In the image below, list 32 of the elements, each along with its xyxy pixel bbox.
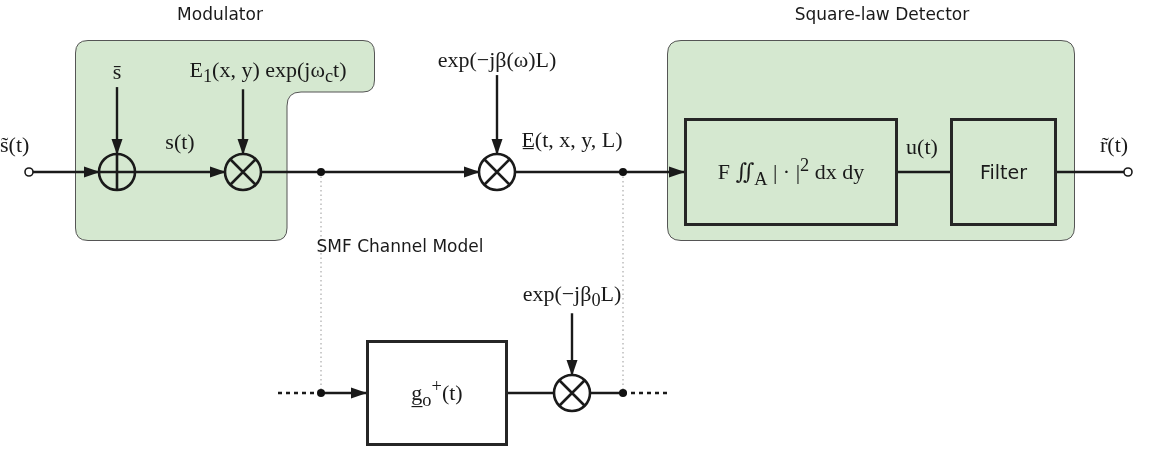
connector-line xyxy=(1057,170,1124,174)
edge-label: u(t) xyxy=(906,134,938,160)
connector-line xyxy=(508,391,554,395)
process-block: F ∬$_{A}$ | · |$^{2}$ dx dy xyxy=(684,118,898,226)
multiplier-symbol xyxy=(552,373,592,413)
arrow xyxy=(566,313,578,376)
junction-dot xyxy=(617,387,629,399)
process-block: Filter xyxy=(950,118,1057,226)
panel-title: Modulator xyxy=(177,4,263,24)
arrow xyxy=(135,166,226,178)
signal-label: exp(−jβ$_{0}$L) xyxy=(522,281,622,311)
adder-symbol xyxy=(97,152,137,192)
edge-label: s(t) xyxy=(165,129,195,155)
arrow xyxy=(491,75,503,155)
arrow xyxy=(237,89,249,155)
edge-label: E̲(t, x, y, L) xyxy=(521,127,623,153)
signal-label: s̄ xyxy=(112,59,122,85)
signal-label: s̃(t) xyxy=(0,133,30,158)
arrow xyxy=(111,87,123,155)
process-block: g̲$_{o}$$^{+}$(t) xyxy=(366,340,508,446)
multiplier-symbol xyxy=(223,152,263,192)
connector-line xyxy=(898,170,950,174)
panel-title: Square-law Detector xyxy=(794,4,970,24)
signal-label: exp(−jβ(ω)L) xyxy=(437,47,557,73)
arrow xyxy=(33,166,100,178)
junction-dot xyxy=(315,387,327,399)
signal-label: E$_{1}$(x, y) exp(jω$_{c}$t) xyxy=(189,57,347,87)
section-title: SMF Channel Model xyxy=(316,236,484,256)
junction-dot xyxy=(617,166,629,178)
signal-label: r̃(t) xyxy=(1100,133,1129,158)
junction-dot xyxy=(315,166,327,178)
multiplier-symbol xyxy=(477,152,517,192)
